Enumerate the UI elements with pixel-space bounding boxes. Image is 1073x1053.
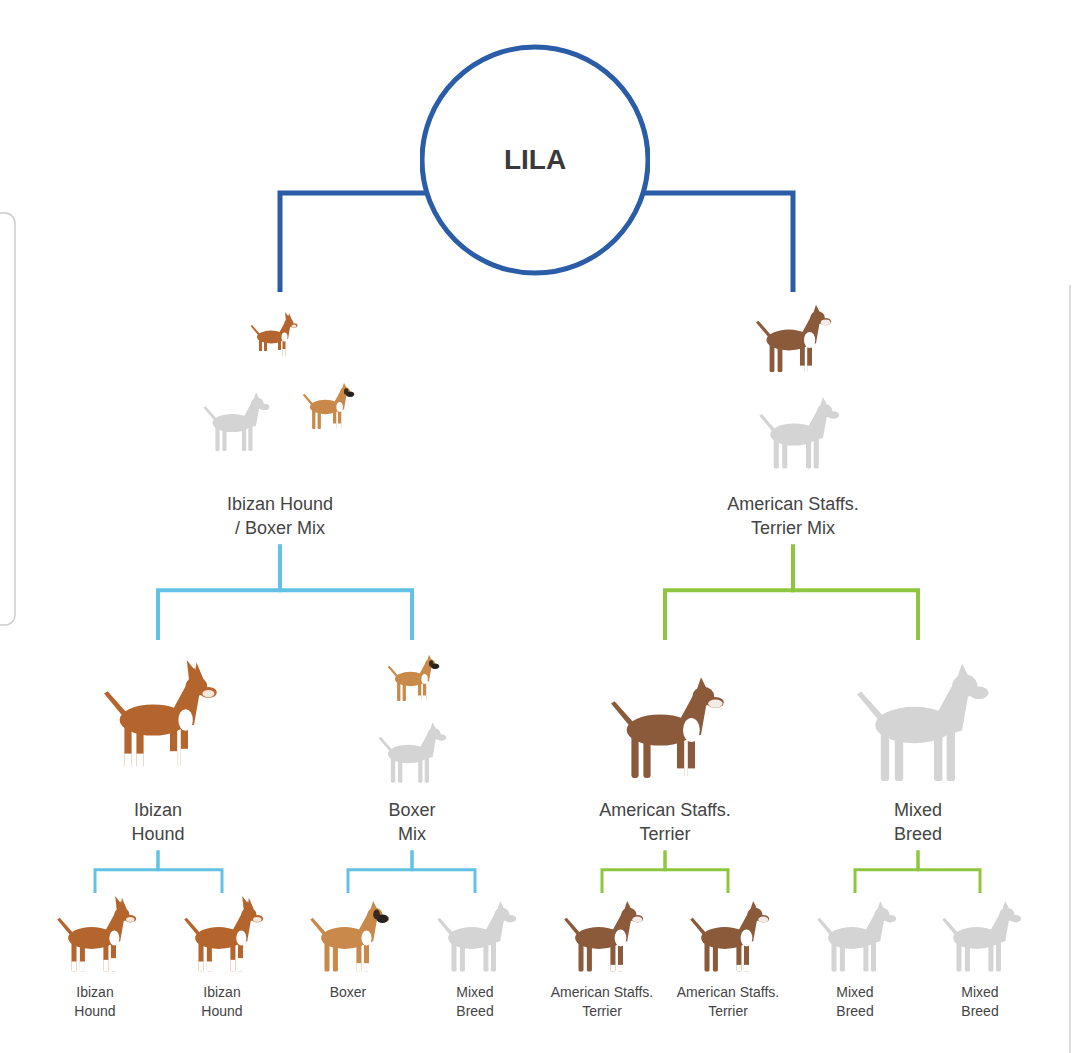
breed-node: American Staffs. Terrier Mix <box>698 292 888 541</box>
icon-space <box>843 640 993 798</box>
breed-label: American Staffs. Terrier Mix <box>708 492 878 541</box>
dog-icon <box>303 383 355 429</box>
icon-space <box>298 893 398 983</box>
panel-edge <box>1069 285 1071 1053</box>
icon-space <box>425 893 525 983</box>
dog-icon <box>564 901 643 972</box>
breed-label: American Staffs. Terrier <box>668 983 788 1021</box>
dog-silhouette <box>379 722 447 782</box>
tree-connector <box>665 545 793 640</box>
tree-connector <box>918 851 980 893</box>
breed-node: Mixed Breed <box>843 640 993 847</box>
breed-node: American Staffs. Terrier <box>667 893 789 1021</box>
tree-connector <box>280 193 427 292</box>
breed-node: Boxer Mix <box>362 640 462 847</box>
tree-connector <box>280 545 412 640</box>
dog-icon <box>184 896 263 972</box>
icon-space <box>805 893 905 983</box>
icon-space <box>98 640 218 798</box>
tree-connector <box>412 851 475 893</box>
tree-connector <box>793 545 918 640</box>
tree-connector <box>158 851 222 893</box>
breed-node: American Staffs. Terrier <box>541 893 663 1021</box>
breed-node: Mixed Breed <box>805 893 905 1021</box>
dog-silhouette <box>857 663 989 781</box>
tree-connector <box>643 193 793 292</box>
tree-connector <box>602 851 665 893</box>
breed-label: American Staffs. Terrier <box>580 798 750 847</box>
breed-label: American Staffs. Terrier <box>542 983 662 1021</box>
dog-icon <box>611 677 724 778</box>
icon-space <box>570 640 760 798</box>
breed-label: Mixed Breed <box>448 983 503 1021</box>
icon-space <box>45 893 145 983</box>
icon-space <box>930 893 1030 983</box>
dog-icon <box>251 312 298 357</box>
icon-space <box>541 893 663 983</box>
breed-label: Mixed Breed <box>828 983 883 1021</box>
breed-node: Boxer <box>298 893 398 1002</box>
dog-icon <box>310 901 389 972</box>
dog-icon <box>690 901 769 972</box>
breed-label: Boxer <box>321 983 376 1002</box>
name-circle: LILA <box>420 42 650 278</box>
breed-node: Ibizan Hound <box>172 893 272 1021</box>
breed-label: Ibizan Hound <box>195 983 250 1021</box>
tree-connector <box>348 851 412 893</box>
dog-icon <box>756 305 831 372</box>
dog-icon <box>388 655 440 701</box>
tree-connector <box>665 851 728 893</box>
icon-space <box>362 640 462 798</box>
tree-connector <box>158 545 280 640</box>
breed-label: Mixed Breed <box>883 798 953 847</box>
dog-silhouette <box>204 392 270 451</box>
tree-connector <box>95 851 158 893</box>
breed-label: Mixed Breed <box>953 983 1008 1021</box>
breed-label: Ibizan Hound <box>68 983 123 1021</box>
icon-space <box>172 893 272 983</box>
breed-node: Ibizan Hound <box>98 640 218 847</box>
breed-label: Ibizan Hound <box>118 798 198 847</box>
icon-space <box>667 893 789 983</box>
breed-label: Ibizan Hound / Boxer Mix <box>224 492 336 541</box>
breed-label: Boxer Mix <box>377 798 447 847</box>
breed-node: Ibizan Hound <box>45 893 145 1021</box>
dog-name: LILA <box>504 144 566 176</box>
dog-silhouette <box>817 901 896 972</box>
breed-node: Mixed Breed <box>425 893 525 1021</box>
breed-node: American Staffs. Terrier <box>570 640 760 847</box>
dog-icon <box>57 896 136 972</box>
tree-connector <box>855 851 918 893</box>
dog-silhouette <box>437 901 516 972</box>
breed-node: Mixed Breed <box>930 893 1030 1021</box>
dog-icon <box>104 660 217 768</box>
dog-silhouette <box>759 397 839 468</box>
icon-space <box>698 292 888 492</box>
dog-silhouette <box>942 901 1021 972</box>
panel-edge <box>0 213 15 625</box>
breed-node: Ibizan Hound / Boxer Mix <box>200 292 360 541</box>
icon-space <box>200 292 360 492</box>
